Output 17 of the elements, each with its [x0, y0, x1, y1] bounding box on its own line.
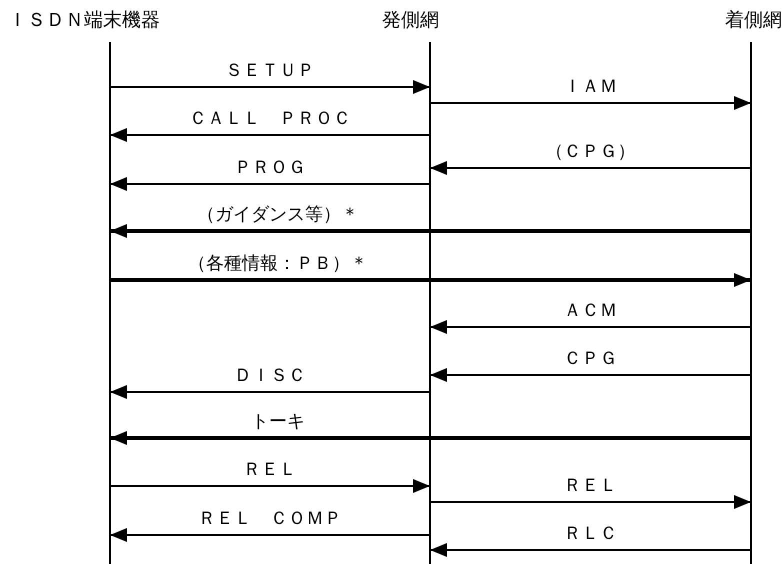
arrow [110, 80, 430, 94]
arrow [110, 177, 430, 191]
arrow [110, 385, 430, 399]
arrow [430, 368, 751, 382]
arrow [430, 495, 751, 509]
participant-label: ＩＳＤＮ端末機器 [8, 8, 160, 32]
arrow [110, 431, 751, 445]
arrow [430, 320, 751, 334]
arrow [430, 96, 751, 110]
participant-label: 着側網 [725, 8, 782, 32]
arrow [430, 161, 751, 175]
arrow [110, 128, 430, 142]
arrow [110, 479, 430, 493]
arrow [110, 224, 751, 238]
participant-label: 発側網 [382, 8, 439, 32]
arrow [110, 273, 751, 287]
arrow [110, 528, 430, 542]
